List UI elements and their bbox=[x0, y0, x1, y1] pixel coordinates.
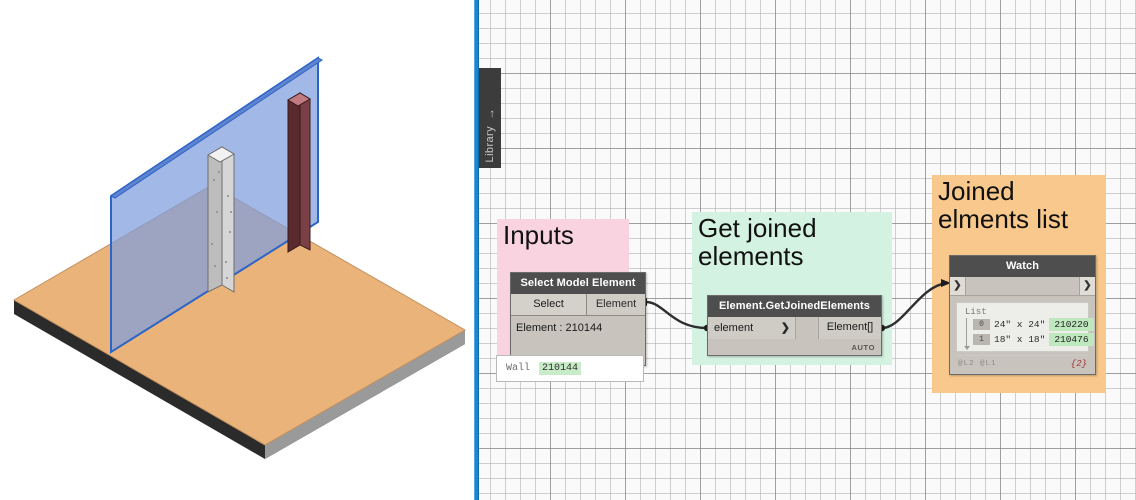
list-item-value: 18" x 18" bbox=[994, 334, 1046, 345]
concrete-texture bbox=[211, 171, 232, 279]
watch-levels[interactable]: @L2 @L1 bbox=[958, 360, 997, 368]
watch-list-label: List bbox=[965, 307, 987, 317]
preview-element-id: 210144 bbox=[539, 362, 582, 375]
list-item[interactable]: 1 18" x 18" 210476 bbox=[973, 332, 1094, 347]
node-port-spacer bbox=[796, 317, 818, 339]
input-port-element[interactable]: element ❯ bbox=[708, 317, 796, 339]
input-port-element-label: element bbox=[714, 321, 754, 334]
structural-column-right-face bbox=[299, 92, 311, 251]
node-element-getjoinedelements-ports: element ❯ Element[] bbox=[708, 317, 881, 339]
library-tab-label: Library bbox=[484, 125, 496, 162]
node-watch-ports: ❯ ❯ bbox=[950, 277, 1095, 296]
floor-edge-right bbox=[265, 330, 465, 459]
revit-3d-viewport[interactable] bbox=[0, 0, 474, 500]
watch-content: List 0 24" x 24" 210220 1 18" x 18" 2104… bbox=[956, 302, 1094, 352]
list-item-id: 210220 bbox=[1049, 318, 1094, 331]
list-item-id: 210476 bbox=[1049, 333, 1094, 346]
watch-item-count: {2} bbox=[1070, 359, 1087, 369]
structural-column-left-face bbox=[287, 92, 301, 253]
revit-model-graphic bbox=[13, 56, 467, 459]
concrete-column-right-face bbox=[221, 146, 235, 293]
select-button[interactable]: Select bbox=[511, 294, 587, 315]
dynamo-graph-canvas[interactable]: Inputs Get joined elements Joined elment… bbox=[479, 0, 1136, 500]
group-joined-elements-list-title: Joined elments list bbox=[938, 176, 1069, 235]
chevron-right-icon: ❯ bbox=[780, 322, 790, 334]
watch-input-port[interactable]: ❯ bbox=[950, 277, 966, 295]
wall-top bbox=[110, 57, 323, 199]
concrete-column-left-face bbox=[207, 146, 223, 293]
list-item-value: 24" x 24" bbox=[994, 319, 1046, 330]
node-watch-title: Watch bbox=[950, 256, 1095, 277]
list-tree-bar-icon bbox=[964, 318, 970, 350]
list-item[interactable]: 0 24" x 24" 210220 bbox=[973, 317, 1094, 332]
node-watch[interactable]: Watch ❯ ❯ List 0 24" x 24" 210220 1 18" bbox=[949, 255, 1096, 375]
viewport-splitter[interactable] bbox=[474, 0, 479, 500]
output-port-element[interactable]: Element bbox=[587, 294, 645, 315]
node-select-model-element-body: Element : 210144 bbox=[511, 316, 645, 365]
lacing-indicator: AUTO bbox=[851, 343, 875, 352]
group-inputs-title: Inputs bbox=[503, 220, 574, 250]
watch-list-rows: 0 24" x 24" 210220 1 18" x 18" 210476 bbox=[957, 317, 1094, 350]
watch-output-port[interactable]: ❯ bbox=[1079, 277, 1095, 295]
list-item-index: 0 bbox=[973, 319, 990, 330]
node-select-model-element[interactable]: Select Model Element Select Element Elem… bbox=[510, 272, 646, 366]
arrow-right-icon: → bbox=[483, 107, 497, 120]
concrete-column-top bbox=[207, 146, 235, 163]
selected-element-value: Element : 210144 bbox=[516, 322, 603, 334]
group-get-joined-elements-title: Get joined elements bbox=[698, 213, 817, 272]
node-select-model-element-ports: Select Element bbox=[511, 294, 645, 316]
node-preview-wall: Wall 210144 bbox=[496, 355, 644, 382]
output-port-element-array[interactable]: Element[] bbox=[818, 317, 881, 339]
structural-column-top bbox=[287, 92, 311, 107]
watch-footer: @L2 @L1 {2} bbox=[956, 355, 1089, 369]
list-item-index: 1 bbox=[973, 334, 990, 345]
node-select-model-element-title: Select Model Element bbox=[511, 273, 645, 294]
node-element-getjoinedelements[interactable]: Element.GetJoinedElements element ❯ Elem… bbox=[707, 295, 882, 356]
node-element-getjoinedelements-title: Element.GetJoinedElements bbox=[708, 296, 881, 317]
library-panel-tab[interactable]: → Library bbox=[479, 68, 501, 168]
preview-element-type: Wall bbox=[506, 363, 531, 374]
